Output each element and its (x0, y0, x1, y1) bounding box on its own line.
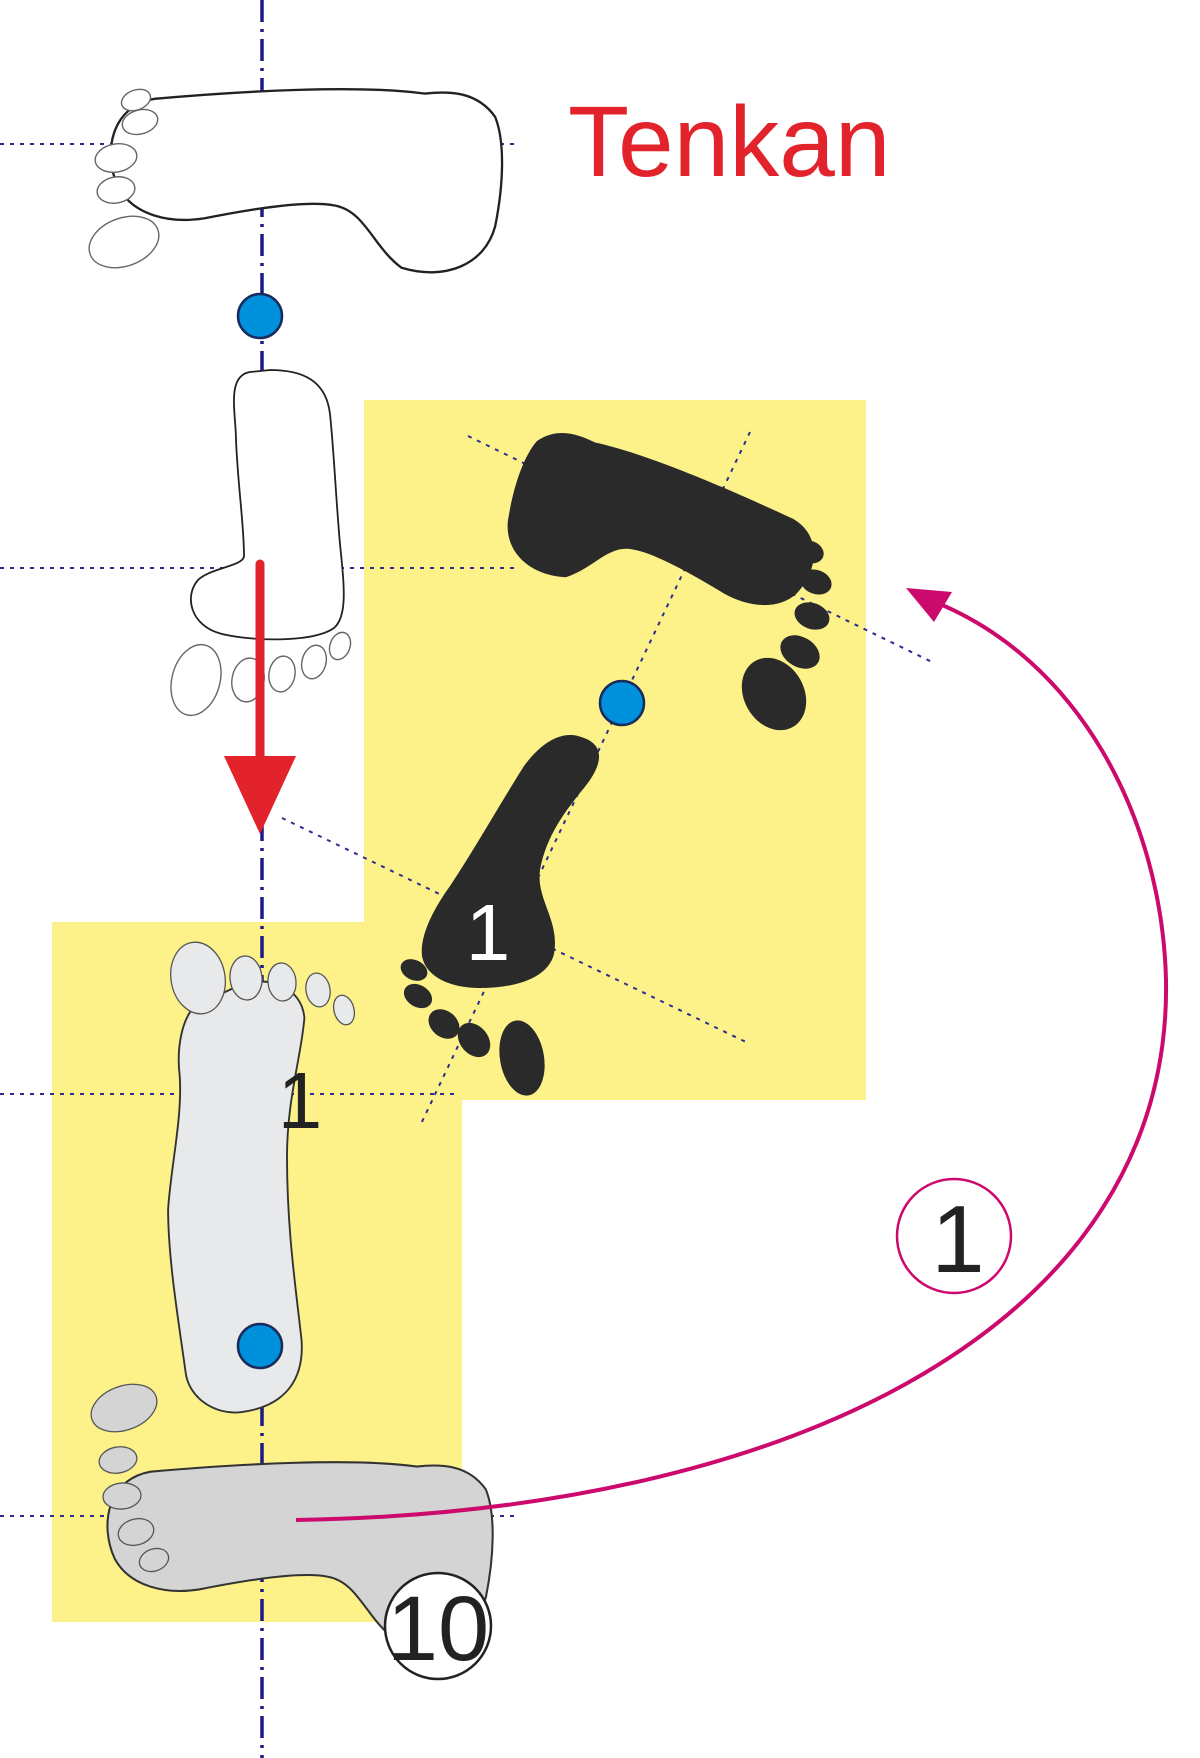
guide-line (281, 817, 751, 1045)
toe (88, 215, 160, 269)
guide-line (419, 431, 751, 1127)
toe (96, 176, 136, 204)
diagonal-guide-lines (281, 431, 933, 1127)
final-front-foot-label: 1 (278, 1056, 323, 1145)
toe (400, 959, 428, 981)
rotated-front-foot-label: 1 (466, 888, 511, 977)
toe (428, 1009, 460, 1039)
toe (90, 1383, 158, 1433)
rotated-rear-foot (490, 418, 832, 731)
toe (300, 644, 328, 680)
toe (796, 540, 824, 564)
toe (780, 635, 820, 669)
final-front-foot-toes (170, 941, 356, 1026)
toe (170, 941, 226, 1015)
final-front-foot: 1 (167, 941, 356, 1414)
step-one-label: 1 (931, 1186, 984, 1293)
toe (138, 1547, 170, 1573)
final-rear-foot-toes (90, 1383, 170, 1573)
toe (403, 983, 433, 1009)
diagram-title: Tenkan (568, 86, 890, 198)
toe (94, 143, 138, 173)
rotated-rear-foot-toes (741, 540, 832, 731)
step-one-marker: 1 (895, 1177, 1013, 1295)
toe (170, 643, 222, 717)
toe (741, 657, 807, 731)
final-rear-foot (90, 1383, 494, 1644)
rotated-front-foot-toes (400, 959, 545, 1096)
toe (328, 631, 352, 661)
toe (794, 602, 830, 630)
start-left-foot-toes (88, 88, 160, 269)
toe (800, 569, 832, 595)
toe (98, 1446, 138, 1474)
forward-step-arrow (224, 559, 296, 834)
figure-number-label: 10 (387, 1578, 489, 1680)
toe (499, 1020, 545, 1096)
figure-number-badge: 10 (383, 1571, 493, 1681)
toe (268, 655, 296, 693)
turn-step-arc (295, 588, 1169, 1522)
guide-line (467, 435, 933, 663)
toe (121, 108, 159, 136)
toe (117, 1517, 155, 1547)
toe (267, 962, 297, 1002)
toe (229, 955, 263, 1001)
toe (305, 972, 331, 1008)
pivot-point (236, 292, 284, 340)
pivot-point (598, 679, 646, 727)
pivot-point (236, 1322, 284, 1370)
toe (457, 1022, 491, 1058)
toe (332, 994, 356, 1026)
toe (102, 1482, 142, 1510)
start-left-foot (88, 87, 504, 274)
rotated-front-foot: 1 (400, 734, 600, 1096)
